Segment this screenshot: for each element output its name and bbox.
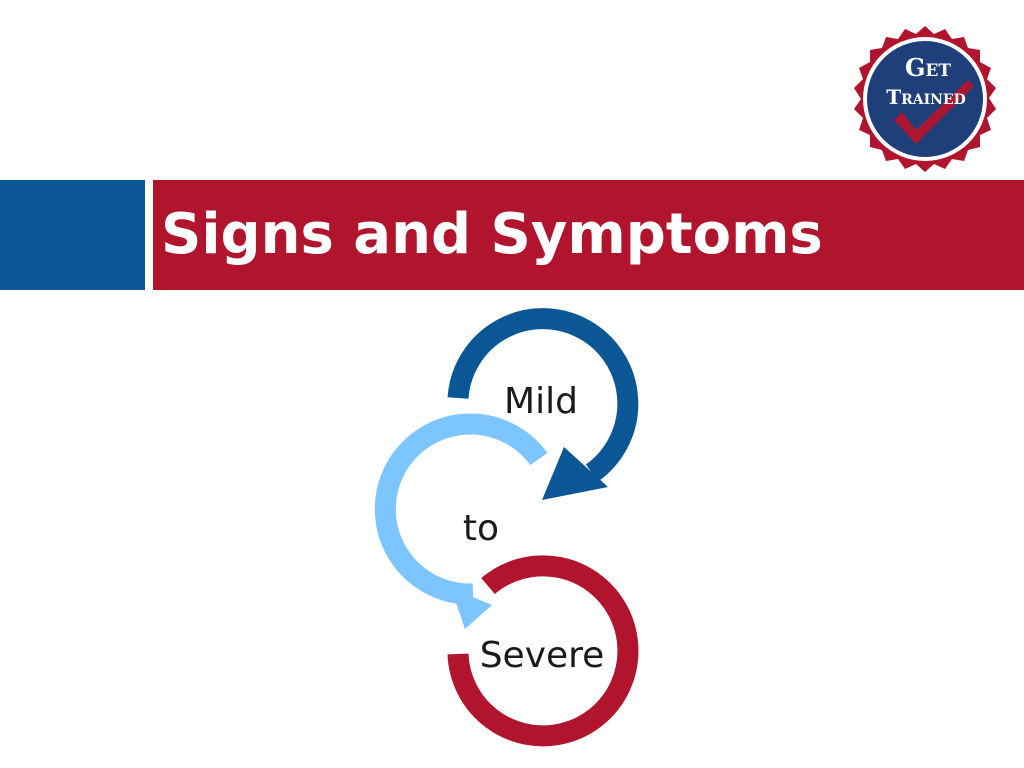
get-trained-logo: Get Trained: [854, 26, 996, 172]
header-accent-block: [0, 180, 145, 290]
stage-label-mild: Mild: [504, 381, 578, 422]
logo-text-get: Get: [905, 53, 951, 82]
title-bar: Signs and Symptoms: [153, 180, 1024, 290]
page-title: Signs and Symptoms: [161, 202, 823, 267]
checkmark-icon: [894, 80, 974, 144]
mild-arrowhead: [542, 447, 608, 500]
stage-label-severe: Severe: [480, 635, 605, 676]
mild-arc: [447, 308, 639, 482]
severe-arc: [447, 555, 639, 747]
logo-badge-inner: [867, 41, 983, 157]
to-arc: [374, 413, 548, 605]
logo-text-trained: Trained: [886, 85, 966, 109]
to-arrowhead: [451, 588, 492, 629]
stage-label-to: to: [463, 508, 499, 549]
